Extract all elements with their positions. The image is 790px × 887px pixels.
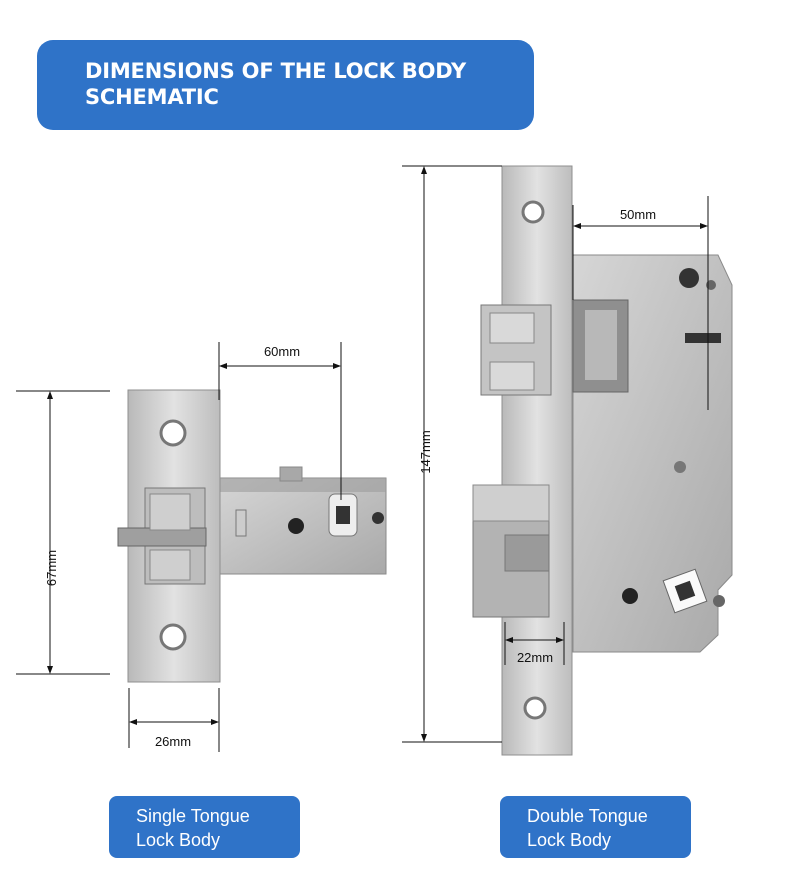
screw-hole-icon: [159, 623, 187, 651]
screw-hole-icon: [523, 696, 547, 720]
title-banner: DIMENSIONS OF THE LOCK BODY SCHEMATIC: [37, 40, 534, 130]
backset-single-label: 60mm: [264, 344, 300, 359]
faceplate-single-label: 26mm: [155, 734, 191, 749]
double-tongue-label-box: Double Tongue Lock Body: [500, 796, 691, 858]
double-spindle-icon: [674, 580, 696, 602]
single-tongue-label-box: Single Tongue Lock Body: [109, 796, 300, 858]
single-spindle-icon: [336, 506, 350, 524]
height-double-label: 147mm: [418, 430, 433, 473]
double-tongue-label: Double Tongue Lock Body: [527, 806, 648, 850]
backset-double-label: 50mm: [620, 207, 656, 222]
single-tongue-lock: [16, 342, 387, 752]
single-tongue-label: Single Tongue Lock Body: [136, 806, 250, 850]
double-tongue-lock: [402, 165, 733, 756]
double-faceplate: [501, 165, 573, 756]
single-hole-icon: [288, 518, 304, 534]
screw-hole-icon: [159, 419, 187, 447]
tongue-double-label: 22mm: [517, 650, 553, 665]
page-title: DIMENSIONS OF THE LOCK BODY SCHEMATIC: [85, 59, 466, 109]
height-single-label: 67mm: [44, 550, 59, 586]
screw-hole-icon: [521, 200, 545, 224]
